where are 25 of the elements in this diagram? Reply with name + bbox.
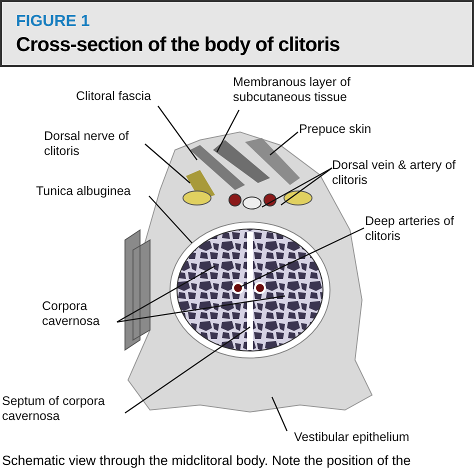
anatomy-label: Clitoral fascia xyxy=(76,89,168,104)
anatomy-label: Vestibular epithelium xyxy=(294,430,424,445)
leader-line xyxy=(271,396,288,432)
leader-line xyxy=(116,265,216,323)
leader-line xyxy=(116,295,286,323)
leader-line xyxy=(270,132,298,156)
leader-line xyxy=(144,144,190,184)
anatomy-label: Membranous layer of subcutaneous tissue xyxy=(233,75,373,105)
leader-line xyxy=(280,168,332,206)
anatomy-label: Deep arteries of clitoris xyxy=(365,214,473,244)
anatomy-label: Corpora cavernosa xyxy=(42,299,116,329)
figure-caption: Schematic view through the midclitoral body. Note the position of the xyxy=(2,452,411,469)
leader-line xyxy=(158,106,198,160)
anatomy-label: Tunica albuginea xyxy=(36,184,148,199)
figure-title: Cross-section of the body of clitoris xyxy=(16,33,340,58)
anatomy-label: Dorsal nerve of clitoris xyxy=(44,129,144,159)
leader-line xyxy=(262,167,332,208)
anatomy-label: Prepuce skin xyxy=(299,122,389,137)
leader-line xyxy=(216,110,240,152)
anatomy-label: Dorsal vein & artery of clitoris xyxy=(332,158,468,188)
leader-line xyxy=(124,326,250,414)
anatomy-label: Septum of corpora cavernosa xyxy=(2,394,124,424)
leader-line xyxy=(240,227,364,288)
leader-line xyxy=(148,196,192,244)
figure-number: FIGURE 1 xyxy=(16,12,90,32)
